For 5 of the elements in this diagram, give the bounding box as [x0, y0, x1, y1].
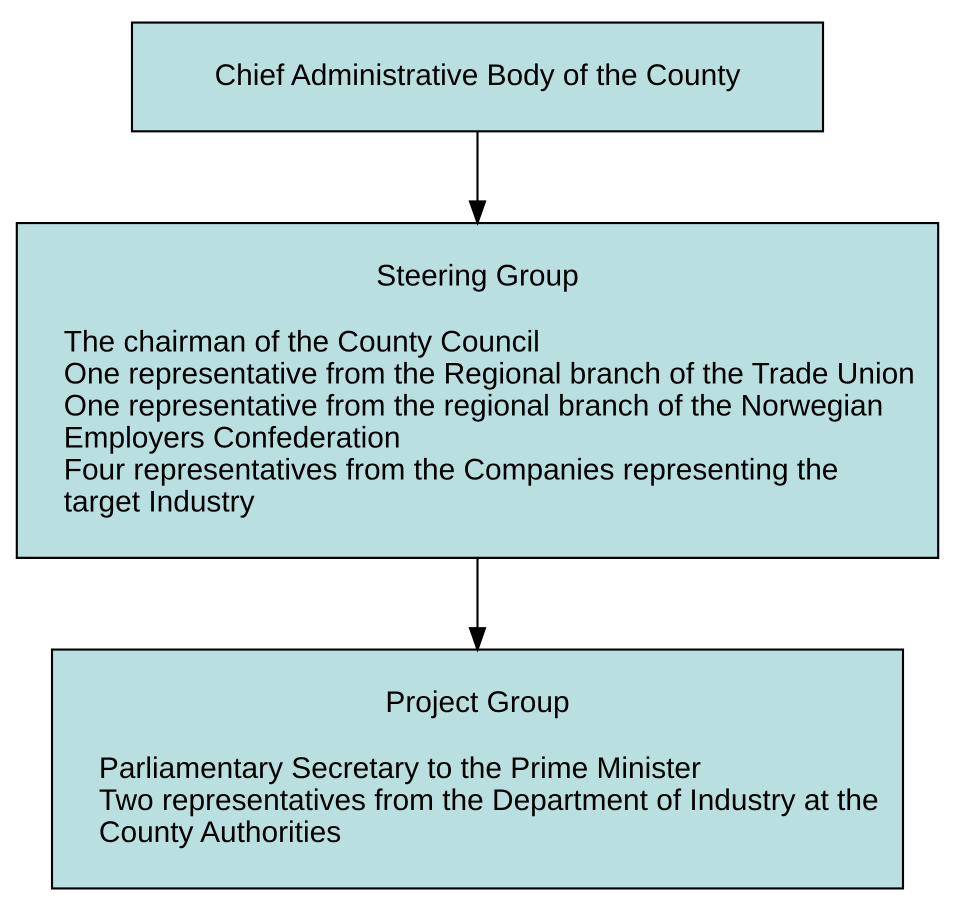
arrow	[468, 558, 486, 652]
node-box: Steering Group The chairman of the County Council One representative from the Regional branch of the Trade Union One representative from the regional branch of the Norwegian Employers Confederation Four representatives from the Companies representing the target Industry	[16, 221, 940, 558]
node-box: Project Group Parliamentary Secretary to the Prime Minister Two representatives from the Department of Industry at the County Authorities	[50, 648, 904, 890]
node-box: Chief Administrative Body of the County	[130, 20, 824, 132]
arrow	[468, 131, 486, 226]
